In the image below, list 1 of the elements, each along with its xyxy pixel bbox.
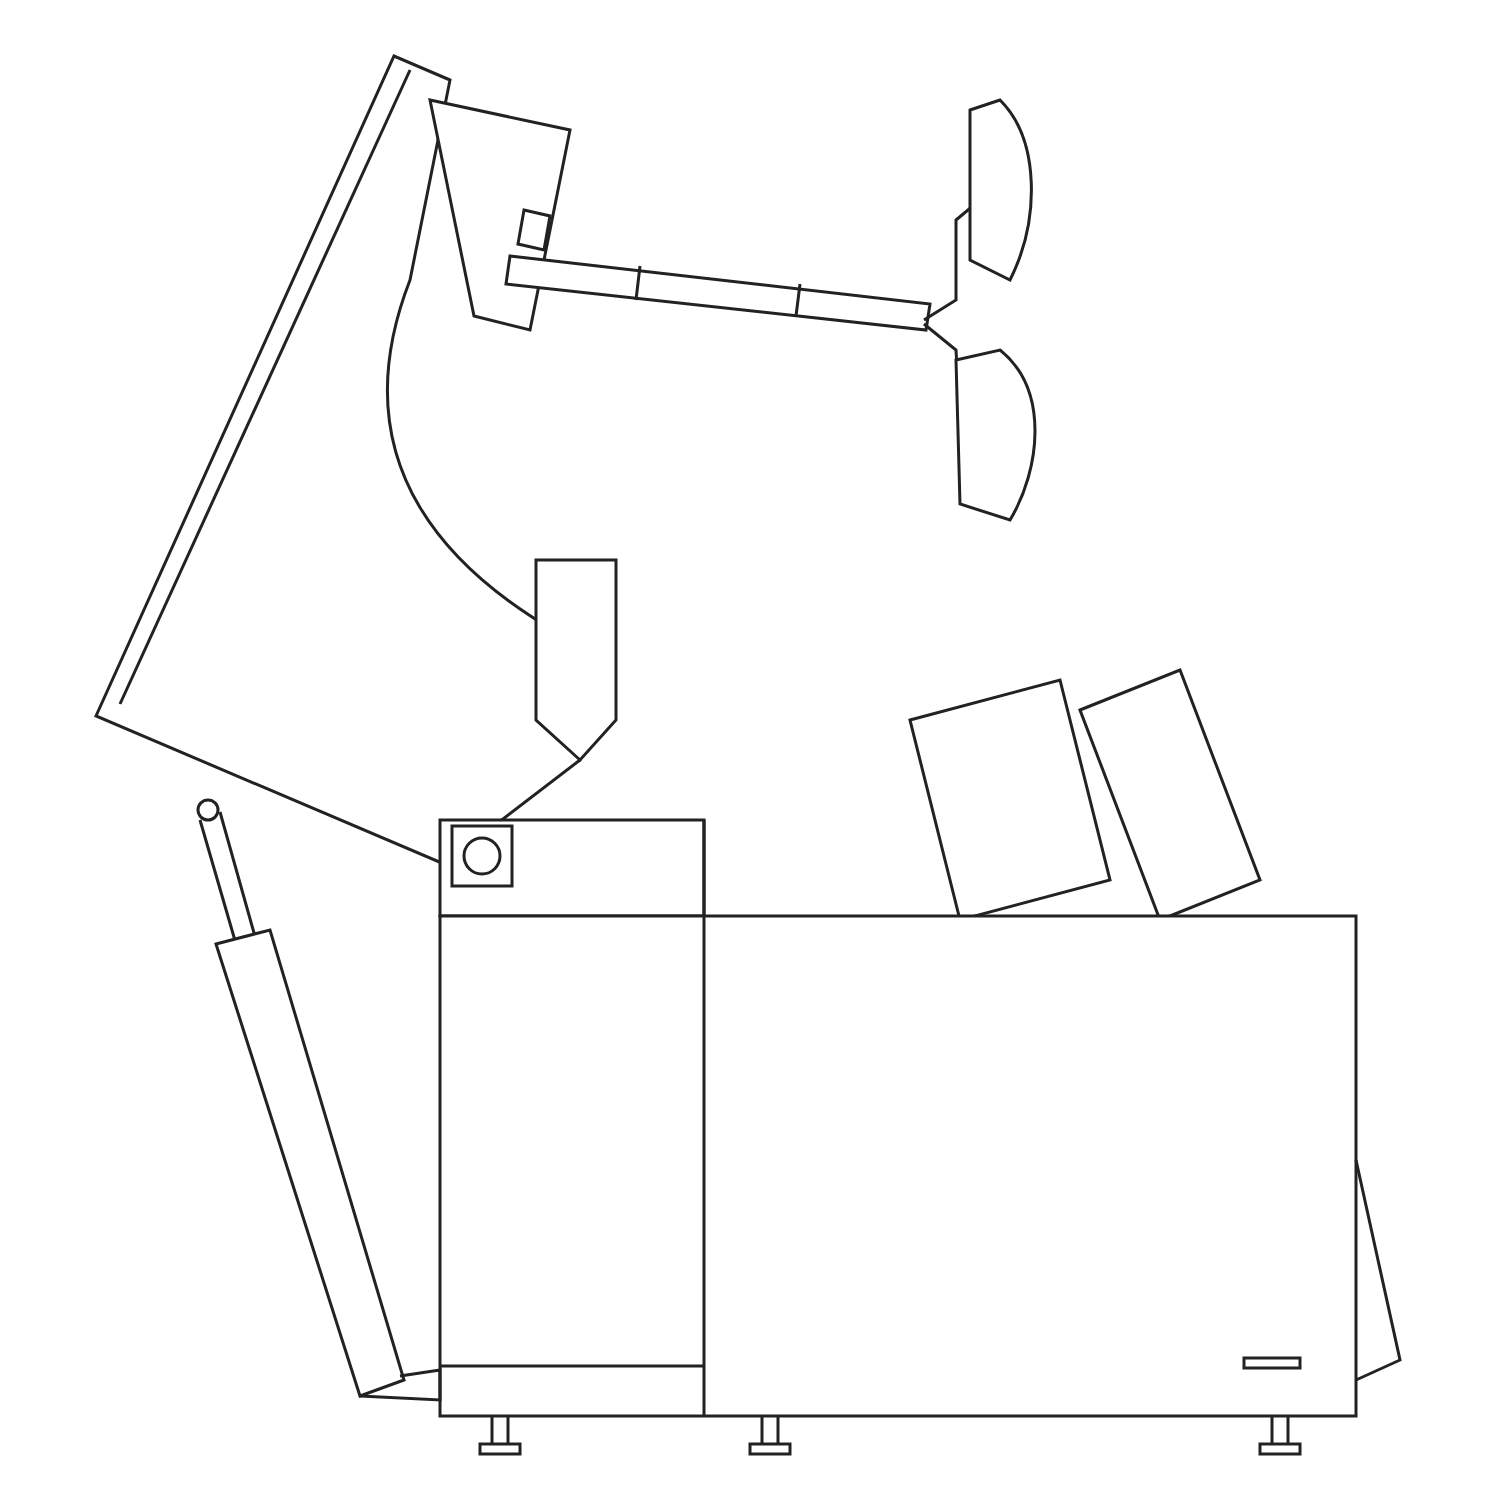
machine-drawing (94, 54, 1402, 1456)
